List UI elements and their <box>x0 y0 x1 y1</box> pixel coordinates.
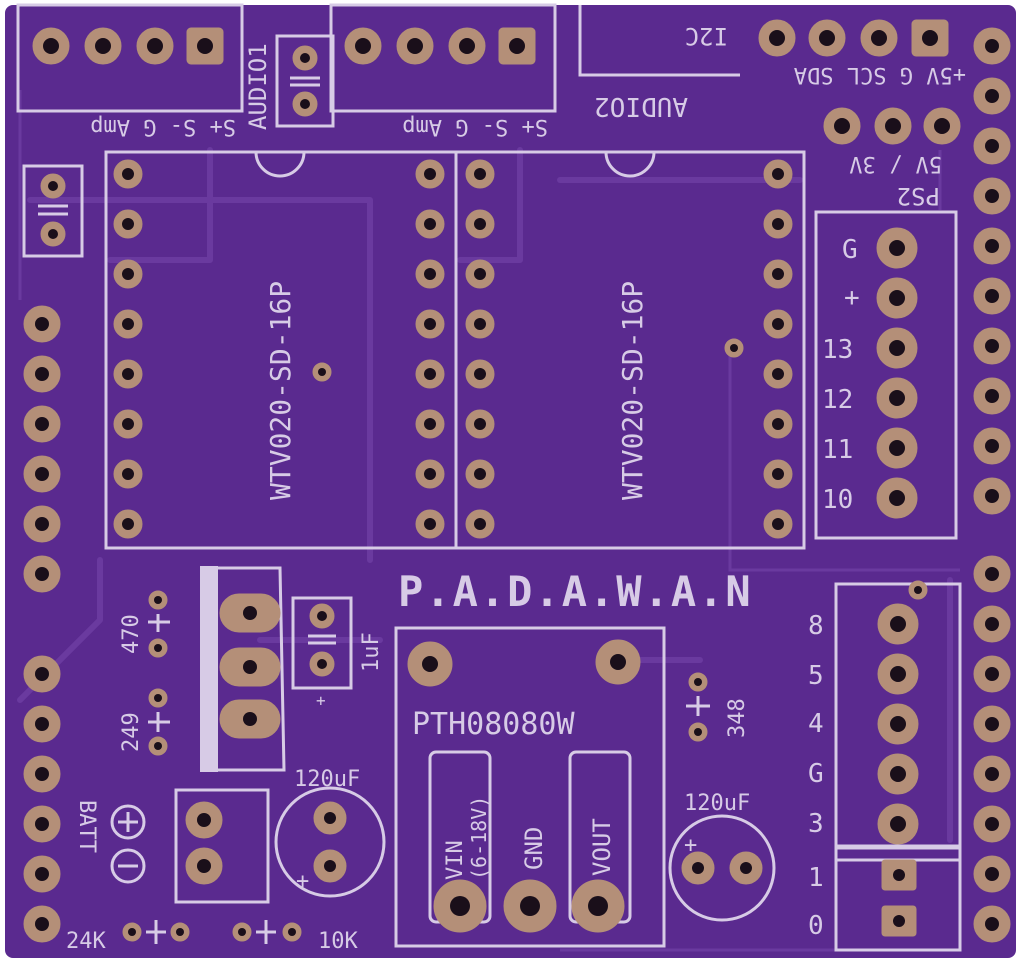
header-right2-pins <box>877 603 919 845</box>
regulator-outline <box>394 626 666 948</box>
cap-audio-outline <box>275 34 335 128</box>
header-right-label-13: 13 <box>822 335 853 365</box>
header-right2-label-8: 8 <box>808 611 824 641</box>
batt-minus-icon <box>110 848 146 884</box>
header-right2-label-g: G <box>808 759 824 789</box>
r24k-label: 24K <box>66 929 106 954</box>
cap1uf-label: 1uF <box>359 632 384 672</box>
audio2-label: AUDIO2 <box>594 91 688 121</box>
header-right2-label-3: 3 <box>808 809 824 839</box>
i2c-pin-labels: +5V G SCL SDA <box>794 62 966 87</box>
r348-label: 348 <box>725 698 750 738</box>
i2c-label: I2C <box>685 22 728 50</box>
connector3-body <box>200 566 218 772</box>
right-edge-pins <box>973 27 1011 943</box>
header-right3-label-1: 1 <box>808 863 824 893</box>
header-right-outline <box>814 210 958 540</box>
reg-vin-label: VIN <box>443 840 468 880</box>
header-right-pins <box>876 227 918 519</box>
i2c-outline <box>578 5 740 77</box>
ps2-label: PS2 <box>897 182 940 210</box>
header-right-label-11: 11 <box>822 435 853 465</box>
header-right-label-g: G <box>842 235 858 265</box>
cap120a-label: 120uF <box>294 767 360 792</box>
audio2-outline <box>329 3 557 113</box>
batt-connector-outline <box>174 788 270 904</box>
header-right2-label-4: 4 <box>808 709 824 739</box>
r249-label: 249 <box>119 712 144 752</box>
r470-label: 470 <box>119 614 144 654</box>
ps2-sel-label: 5V / 3V <box>849 151 942 176</box>
header-right-label-10: 10 <box>822 485 853 515</box>
audio1-pin-labels: S+ S- G Amp <box>90 114 236 139</box>
cap120b-plus: + <box>684 833 697 858</box>
header-right-label-12: 12 <box>822 385 853 415</box>
module2-label: WTV020-SD-16P <box>616 281 649 500</box>
audio1-outline <box>16 3 244 113</box>
left-edge-pins <box>23 305 61 943</box>
header-right2-label-5: 5 <box>808 661 824 691</box>
reg-gnd-label: GND <box>520 827 548 870</box>
batt-label: BATT <box>74 800 99 853</box>
header-right-label-plus: + <box>844 283 860 313</box>
cap120a-plus: + <box>296 869 309 894</box>
batt-plus-icon <box>110 804 146 840</box>
reg-vin-sub: (6-18V) <box>467 796 491 880</box>
board-title: P.A.D.A.W.A.N <box>398 567 753 616</box>
r10k-label: 10K <box>318 929 358 954</box>
cap-left-outline <box>22 164 84 258</box>
cap1uf-outline <box>291 596 353 690</box>
header-right3-label-0: 0 <box>808 911 824 941</box>
header-right3-outline <box>834 844 962 952</box>
reg-vout-label: VOUT <box>588 818 616 876</box>
header-right2-outline <box>834 582 962 850</box>
regulator-label: PTH08080W <box>412 707 575 742</box>
audio1-label: AUDIO1 <box>244 43 272 130</box>
module-pins <box>113 159 793 539</box>
module1-label: WTV020-SD-16P <box>264 281 297 500</box>
cap120a-outline <box>274 786 386 898</box>
cap1uf-plus: + <box>316 691 326 710</box>
audio2-pin-labels: S+ S- G Amp <box>402 114 548 139</box>
cap120b-outline <box>668 814 776 922</box>
cap120b-label: 120uF <box>684 791 750 816</box>
module2-outline <box>454 150 806 550</box>
